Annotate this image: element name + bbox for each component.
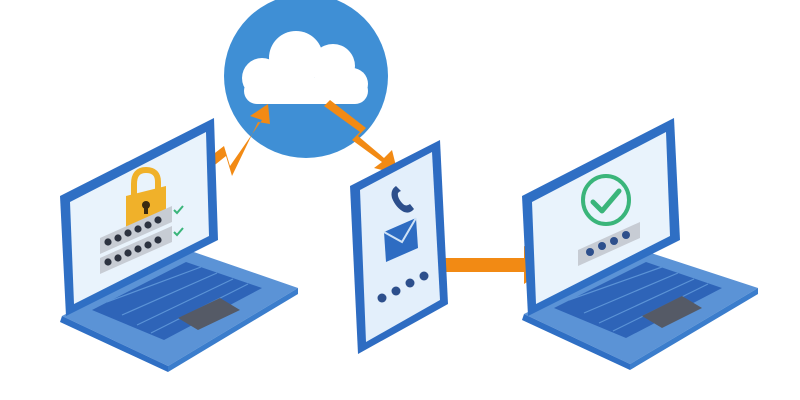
phone-pin-dots <box>377 271 429 303</box>
lightning-arrow-cloud-to-phone <box>324 100 398 174</box>
left-laptop <box>60 118 298 372</box>
left-laptop-password-field-2 <box>100 226 184 274</box>
left-laptop-keyboard <box>92 262 262 340</box>
left-laptop-password-field-1 <box>100 205 184 254</box>
cloud-node <box>224 0 388 158</box>
check-icon <box>173 205 184 215</box>
check-circle-icon <box>581 174 631 226</box>
cloud-icon <box>242 31 368 104</box>
right-laptop-keyboard <box>554 262 722 338</box>
right-laptop-touchpad <box>642 296 702 328</box>
right-laptop-pin-field <box>578 222 640 266</box>
right-laptop <box>522 118 758 370</box>
phone-handset-icon <box>391 186 414 213</box>
envelope-icon <box>383 217 418 262</box>
check-icon <box>173 227 184 237</box>
smartphone <box>350 140 448 354</box>
left-laptop-touchpad <box>178 298 240 330</box>
right-laptop-screen <box>532 132 670 304</box>
